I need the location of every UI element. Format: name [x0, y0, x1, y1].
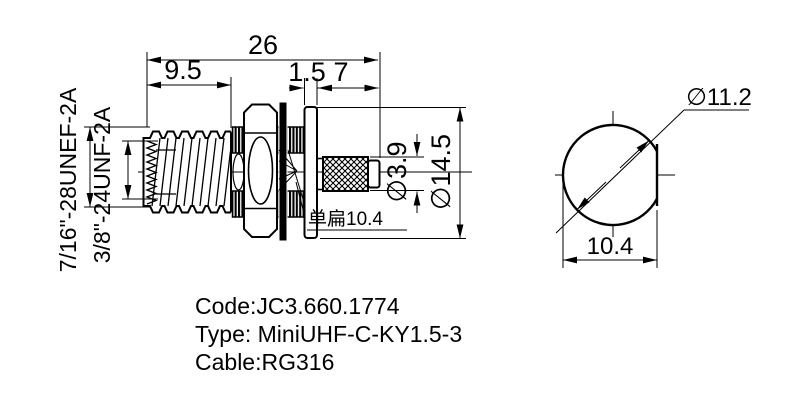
lock-washer [279, 102, 287, 241]
end-circle [561, 123, 659, 227]
dia-arrow-stub [576, 181, 607, 210]
dim-flange-dia-text: ∅14.5 [426, 134, 456, 210]
dia-arrow-stub [619, 140, 650, 169]
thread-band [231, 190, 246, 218]
end-dia-text: ∅11.2 [686, 84, 752, 111]
thread-internal-label: 3/8"-24UNF-2A [89, 106, 115, 263]
dia-leader-line [555, 109, 685, 234]
hex-chamfer-arc [247, 136, 274, 205]
flat-label-text: 单扁10.4 [308, 208, 383, 230]
notes-block: Code:JC3.660.1774 Type: MiniUHF-C-KY1.5-… [195, 293, 462, 375]
thread-band [231, 126, 246, 154]
tip-cap [367, 159, 381, 189]
note-code: Code:JC3.660.1774 [195, 293, 400, 319]
note-type: Type: MiniUHF-C-KY1.5-3 [195, 321, 462, 347]
dim-ferrule-dia-text: ∅3.9 [382, 141, 412, 202]
end-flat-width-text: 10.4 [587, 233, 634, 260]
dim-front-len-text: 7 [333, 57, 348, 87]
knurl-ferrule [322, 156, 369, 192]
hex-nut [243, 103, 278, 238]
thread-external-label: 7/16"-28UNEF-2A [55, 87, 81, 272]
runout-fan-lines [278, 149, 298, 191]
dim-flange-thk-text: 1.5 [288, 57, 326, 87]
dim-overall-text: 26 [248, 30, 278, 60]
dim-thread-len-text: 9.5 [164, 55, 202, 85]
side-section-view [138, 102, 472, 241]
side-view-dimensions [84, 52, 466, 239]
end-view [555, 109, 749, 268]
note-cable: Cable:RG316 [195, 349, 334, 375]
panel-flange [303, 106, 318, 239]
